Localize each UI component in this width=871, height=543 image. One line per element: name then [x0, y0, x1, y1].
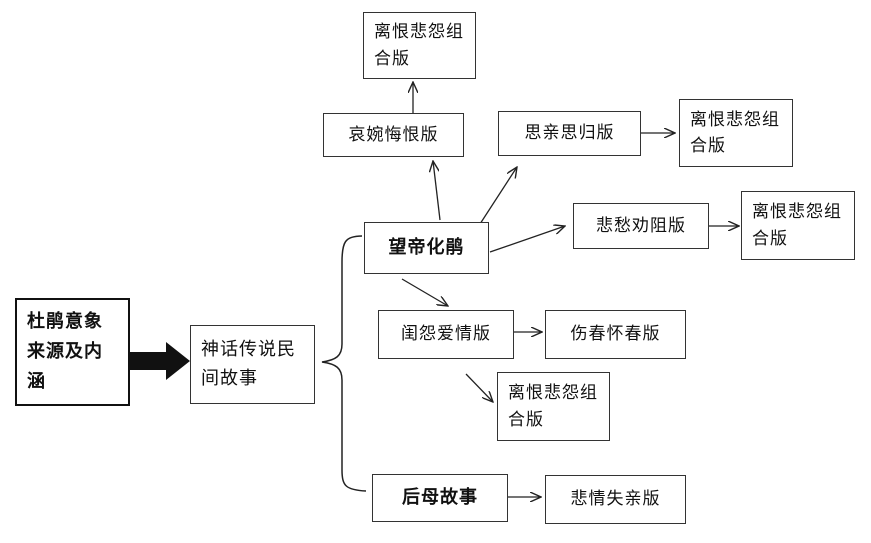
node-aiwan-label: 哀婉悔恨版: [348, 124, 439, 145]
arrow-wangdi-beichou: [489, 226, 565, 253]
node-beiqing: 悲情失亲版: [545, 475, 686, 524]
node-beichou-label: 悲愁劝阻版: [596, 215, 686, 236]
node-combo-sigui: 离恨悲怨组合版: [679, 99, 793, 167]
node-houmu-label: 后母故事: [402, 487, 478, 509]
block-arrow: [130, 342, 190, 380]
node-sigui-label: 思亲思归版: [524, 123, 615, 144]
node-combo-beichou: 离恨悲怨组合版: [741, 191, 855, 260]
node-legend: 神话传说民间故事: [190, 325, 315, 404]
node-guiyuan: 闺怨爱情版: [378, 310, 514, 359]
node-combo-guiyuan-label: 离恨悲怨组合版: [508, 383, 598, 430]
node-legend-label: 神话传说民间故事: [201, 338, 296, 389]
node-combo-sigui-label: 离恨悲怨组合版: [690, 109, 780, 156]
node-root-label: 杜鹃意象来源及内涵: [27, 311, 103, 392]
node-beiqing-label: 悲情失亲版: [570, 489, 661, 510]
arrow-wangdi-sigui: [479, 167, 517, 225]
node-combo-top-label: 离恨悲怨组合版: [374, 22, 464, 69]
node-wangdi-label: 望帝化鹃: [388, 237, 465, 259]
node-wangdi: 望帝化鹃: [364, 222, 489, 274]
node-guiyuan-label: 闺怨爱情版: [401, 324, 491, 345]
arrow-wangdi-guiyuan: [401, 278, 448, 306]
node-aiwan: 哀婉悔恨版: [323, 113, 464, 157]
branch-brace: [321, 235, 367, 492]
node-root: 杜鹃意象来源及内涵: [15, 298, 130, 406]
node-combo-beichou-label: 离恨悲怨组合版: [752, 202, 842, 249]
arrow-guiyuan-combo: [465, 373, 493, 402]
node-shangchun-label: 伤春怀春版: [570, 324, 661, 345]
node-beichou: 悲愁劝阻版: [573, 203, 709, 249]
node-sigui: 思亲思归版: [498, 111, 641, 156]
arrow-wangdi-aiwan: [433, 161, 441, 221]
node-combo-top: 离恨悲怨组合版: [363, 12, 476, 79]
node-houmu: 后母故事: [372, 474, 508, 522]
node-shangchun: 伤春怀春版: [545, 310, 686, 359]
node-combo-guiyuan: 离恨悲怨组合版: [497, 372, 610, 441]
